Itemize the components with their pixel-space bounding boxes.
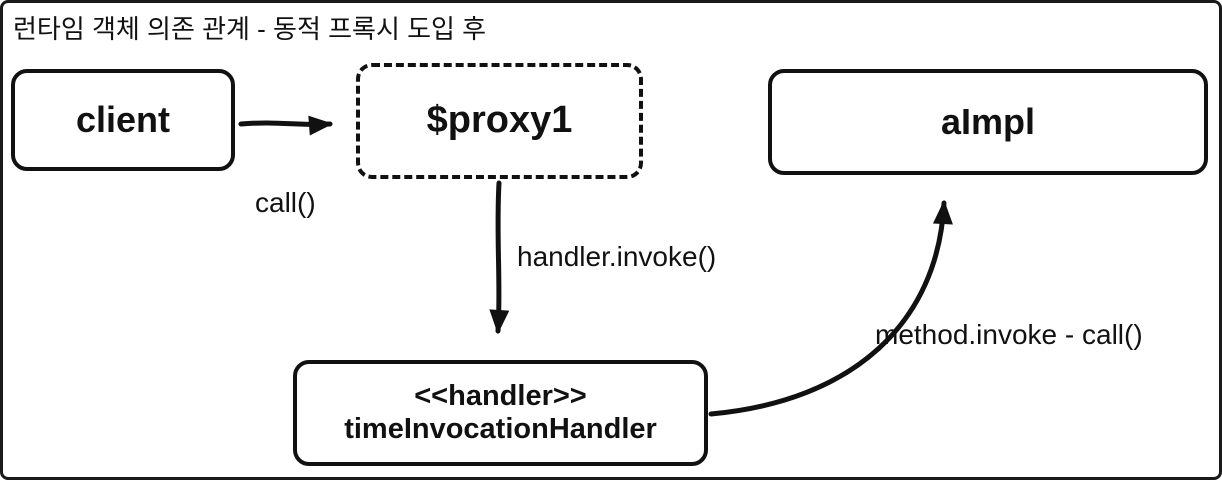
- node-proxy1-label: $proxy1: [426, 99, 573, 142]
- node-aimpl: aImpl: [768, 69, 1208, 175]
- node-handler-label: timeInvocationHandler: [344, 413, 657, 445]
- edge-label-handler-invoke: handler.invoke(): [517, 241, 717, 272]
- node-proxy1: $proxy1: [356, 63, 643, 179]
- edge-label-call: call(): [255, 187, 316, 218]
- diagram-title: 런타임 객체 의존 관계 - 동적 프록시 도입 후: [13, 14, 487, 44]
- node-handler-stereotype: <<handler>>: [414, 379, 587, 412]
- node-client: client: [11, 69, 235, 171]
- client-to-proxy-arrow: [238, 115, 333, 136]
- node-client-label: client: [75, 99, 171, 141]
- node-aimpl-label: aImpl: [940, 101, 1036, 143]
- node-handler: <<handler>> timeInvocationHandler: [293, 360, 708, 466]
- handler-to-aimpl-arrow: [708, 200, 953, 417]
- edge-label-method-invoke: method.invoke - call(): [875, 319, 1143, 350]
- proxy-to-handler-arrow: [489, 180, 510, 334]
